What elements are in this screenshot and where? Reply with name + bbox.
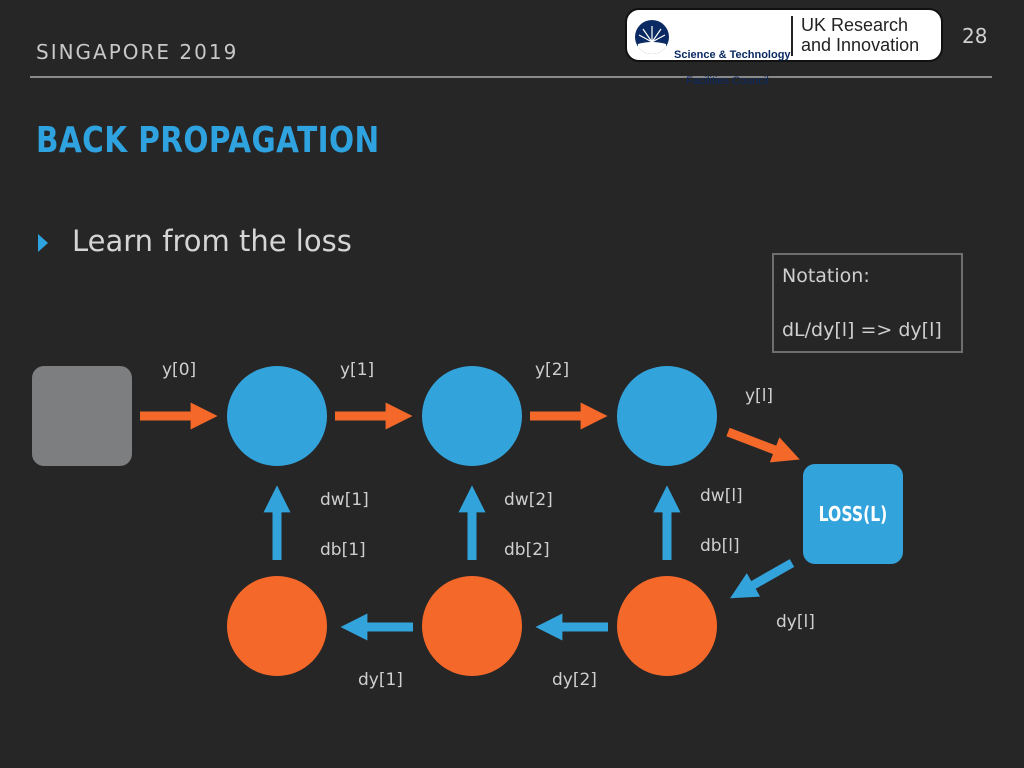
slide-title: BACK PROPAGATION	[36, 120, 380, 161]
forward-arrow-l	[726, 427, 800, 463]
stfc-logo-icon	[635, 20, 669, 54]
label-dyl: dy[l]	[776, 612, 815, 632]
backward-node-l	[617, 576, 717, 676]
header-divider	[30, 76, 992, 78]
label-dw2: dw[2]	[504, 490, 553, 510]
input-block	[32, 366, 132, 466]
logo-divider	[791, 16, 793, 56]
ukri-line1: UK Research	[801, 15, 909, 35]
label-dbl: db[l]	[700, 536, 740, 556]
stfc-name: Science & Technology	[674, 49, 791, 61]
forward-node-l	[617, 366, 717, 466]
label-dy1: dy[1]	[358, 670, 403, 690]
ukri-logo-text: UK Research and Innovation	[801, 15, 919, 55]
backward-arrow-l	[730, 559, 795, 599]
notation-text: dL/dy[l] => dy[l]	[782, 319, 942, 341]
label-yl: y[l]	[745, 386, 774, 406]
backward-node-1	[227, 576, 327, 676]
backward-node-2	[422, 576, 522, 676]
label-dw1: dw[1]	[320, 490, 369, 510]
label-db1: db[1]	[320, 540, 366, 560]
notation-title: Notation:	[782, 265, 870, 287]
label-db2: db[2]	[504, 540, 550, 560]
event-header: SINGAPORE 2019	[36, 40, 239, 64]
bullet-text: Learn from the loss	[72, 224, 352, 258]
loss-label: LOSS(L)	[818, 502, 888, 526]
partner-logo: Science & Technology Facilities Council …	[625, 8, 943, 87]
stfc-logo-text: Science & Technology Facilities Council	[674, 23, 791, 101]
loss-block: LOSS(L)	[803, 464, 903, 564]
label-y2: y[2]	[535, 360, 570, 380]
label-y0: y[0]	[162, 360, 197, 380]
label-dy2: dy[2]	[552, 670, 597, 690]
bullet-triangle-icon	[38, 234, 48, 252]
stfc-subname: Facilities Council	[686, 75, 769, 87]
ukri-line2: and Innovation	[801, 35, 920, 55]
forward-node-1	[227, 366, 327, 466]
notation-box: Notation: dL/dy[l] => dy[l]	[772, 253, 963, 353]
page-number: 28	[962, 24, 988, 48]
label-dwl: dw[l]	[700, 486, 743, 506]
label-y1: y[1]	[340, 360, 375, 380]
forward-node-2	[422, 366, 522, 466]
